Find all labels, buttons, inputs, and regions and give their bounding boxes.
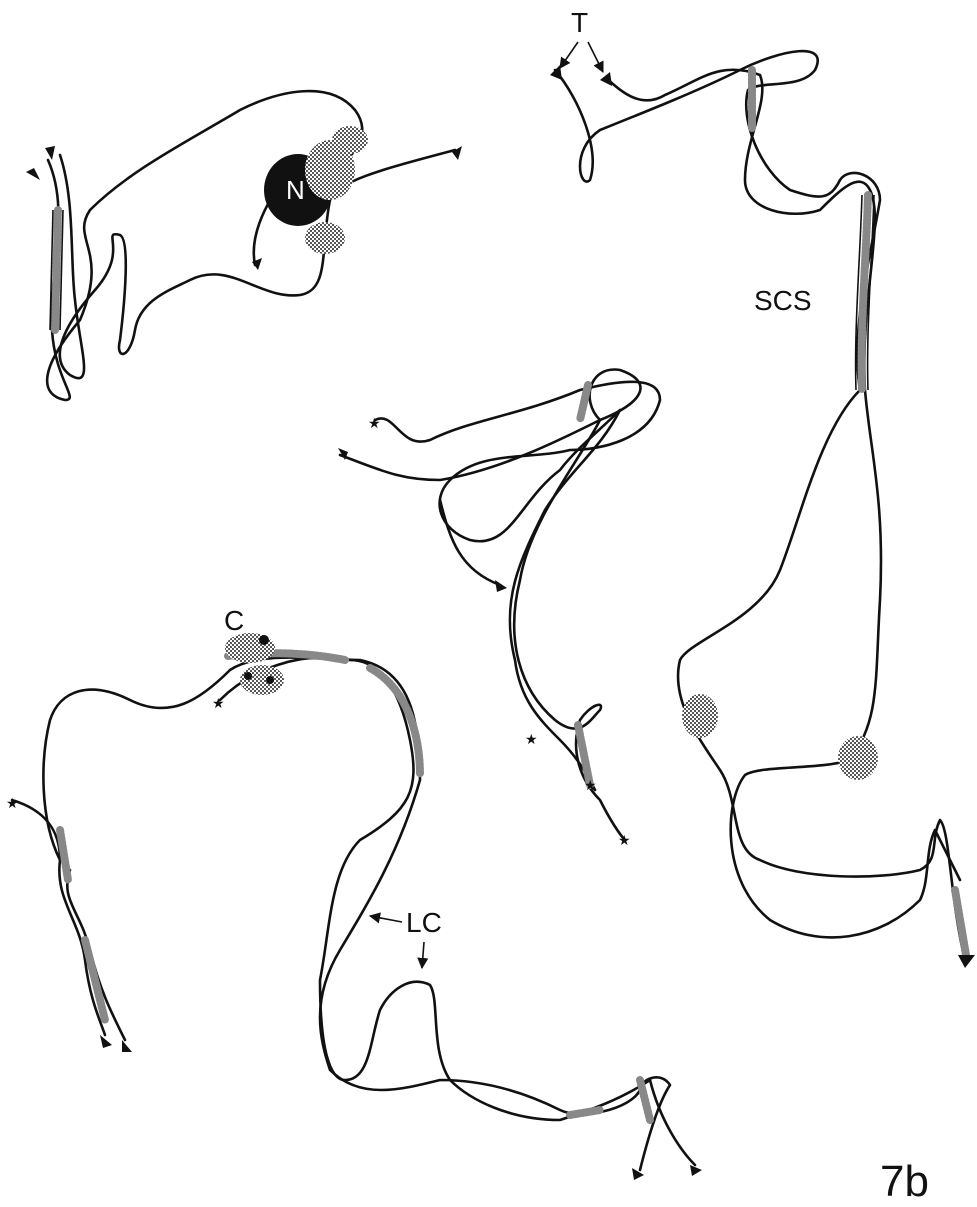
svg-text:★: ★ — [212, 696, 225, 712]
svg-text:★: ★ — [368, 416, 381, 432]
svg-text:★: ★ — [525, 732, 538, 748]
nucleolus: N — [264, 126, 368, 254]
bivalent-top-left: N — [26, 91, 462, 400]
figure-panel-label: 7b — [880, 1157, 929, 1206]
nucleolus-label: N — [286, 175, 305, 205]
bivalent-right — [550, 51, 975, 968]
label-lateral-component: LC — [370, 907, 442, 968]
bivalent-bottom — [12, 633, 702, 1180]
centromere-label: C — [224, 605, 244, 636]
svg-text:★: ★ — [584, 778, 597, 794]
strand-end-stars: ★ ★ ★ ★ ★ ★ — [6, 416, 631, 849]
svg-text:★: ★ — [6, 796, 19, 812]
label-telomeres: T — [560, 7, 603, 72]
telomere-label: T — [571, 7, 588, 38]
lc-label: LC — [406, 907, 442, 938]
bivalent-middle — [338, 370, 660, 840]
scs-label: SCS — [754, 285, 812, 316]
svg-text:★: ★ — [618, 833, 631, 849]
